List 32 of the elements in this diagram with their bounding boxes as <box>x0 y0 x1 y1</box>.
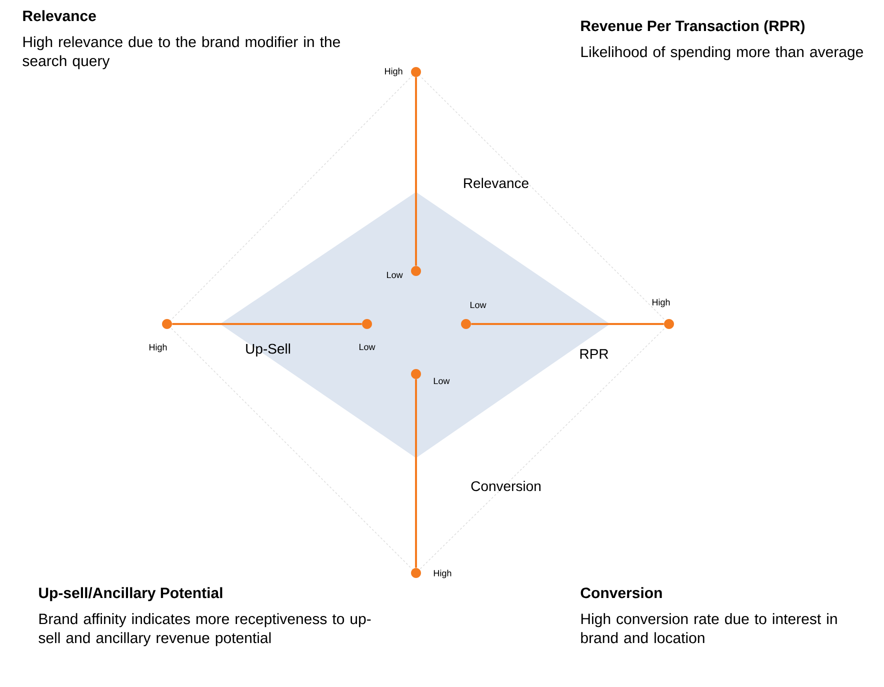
dot-marker <box>411 66 421 77</box>
description-text: High relevance due to the brand modifier in the search query <box>22 36 340 70</box>
level-label: High <box>385 68 402 76</box>
axis-label: Up-Sell <box>246 343 290 356</box>
dot-marker <box>411 368 421 379</box>
dot-marker <box>362 318 372 329</box>
axis-label: Conversion <box>471 480 540 492</box>
connector-line <box>471 322 664 325</box>
dot-marker <box>664 318 674 329</box>
level-label: High <box>434 570 452 578</box>
level-label: High <box>652 298 670 308</box>
description-text: High conversion rate due to interest in brand and location <box>581 613 837 644</box>
description-text: Brand affinity indicates more receptiveness to up-sell and ancillary revenue potential <box>38 613 371 646</box>
heading: Up-sell/Ancillary Potential <box>39 587 222 602</box>
heading: Revenue Per Transaction (RPR) <box>581 20 804 34</box>
level-label: Low <box>387 272 403 278</box>
dot-marker <box>411 568 421 578</box>
dot-marker <box>411 266 421 276</box>
connector-line <box>172 322 362 325</box>
dot-marker <box>461 318 471 329</box>
level-label: High <box>150 344 167 352</box>
heading: Relevance <box>23 10 96 22</box>
level-label: Low <box>359 344 376 350</box>
axis-label: Relevance <box>464 178 528 188</box>
heading: Conversion <box>580 587 662 598</box>
description-text: Likelihood of spending more than average <box>581 46 863 60</box>
axis-label: RPR <box>580 349 608 359</box>
level-label: Low <box>434 378 450 384</box>
connector-line <box>415 77 417 266</box>
level-label: Low <box>470 302 486 308</box>
connector-line <box>415 379 417 568</box>
dot-marker <box>162 318 172 329</box>
